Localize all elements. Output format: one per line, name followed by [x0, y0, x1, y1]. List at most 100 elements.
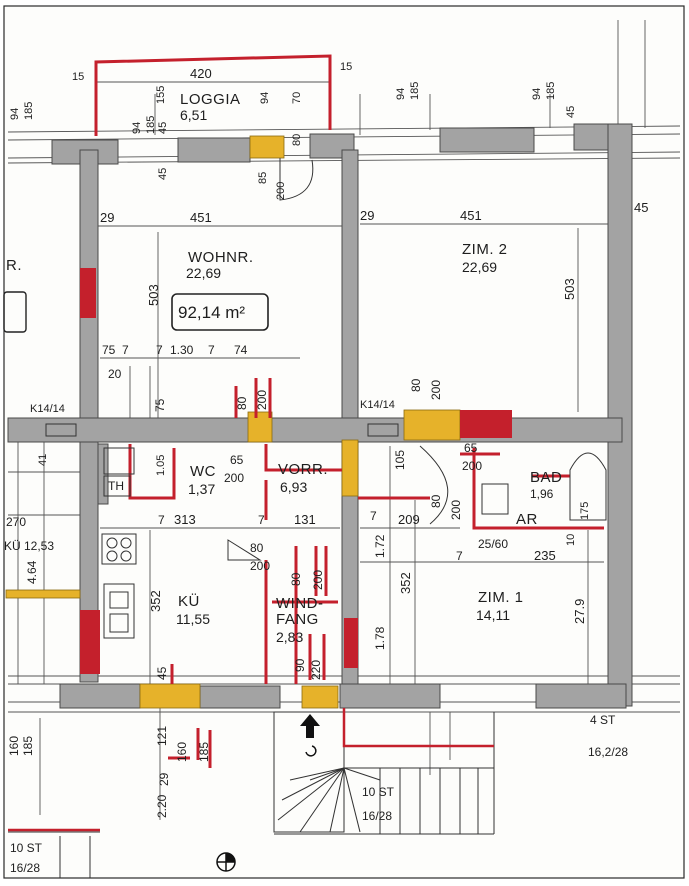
dimension-label: 41 [37, 454, 49, 466]
dimension-label: 352 [398, 572, 413, 594]
room-labels: LOGGIA 6,51 WOHNR. 22,69 ZIM. 2 22,69 WC… [4, 91, 562, 645]
dimension-label: 15 [340, 61, 352, 73]
dimension-label: 65 [464, 441, 478, 455]
dimension-label: 45 [157, 122, 169, 134]
room-area-wc: 1,37 [188, 481, 215, 497]
room-area-bad: 1,96 [530, 487, 554, 501]
dimension-label: 200 [275, 182, 287, 200]
dimension-label: 352 [148, 590, 163, 612]
dimension-label: 1.05 [155, 455, 167, 476]
room-area-wohnr: 22,69 [186, 265, 221, 281]
dimension-label: 131 [294, 512, 316, 527]
dimension-label: 90 [293, 658, 307, 672]
dimension-label: 7 [258, 513, 265, 527]
dimension-label: 80 [250, 541, 264, 555]
dimension-label: 29 [360, 208, 374, 223]
dimension-label: 155 [155, 86, 167, 104]
chimney-label: K14/14 [30, 403, 65, 415]
entrance-arrow-icon [300, 714, 320, 757]
dimension-label: 45 [565, 106, 577, 118]
dimension-label: 200 [462, 459, 482, 473]
door-openings [5, 135, 461, 709]
neighbor-room-label: KÜ [4, 539, 21, 553]
dimension-label: 175 [579, 502, 591, 520]
dimension-label: 94 [395, 88, 407, 100]
loggia-outline [94, 54, 332, 136]
dimension-label: 80 [291, 134, 303, 146]
room-label-th: TH [108, 479, 124, 493]
room-label-zim1: ZIM. 1 [478, 589, 524, 606]
dimension-label: 80 [289, 572, 303, 586]
dimension-label: 105 [393, 450, 407, 470]
dimension-label: 185 [409, 82, 421, 100]
dimension-label: 80 [235, 396, 249, 410]
dimension-label: 29 [100, 210, 114, 225]
stair-label: 4 ST [590, 713, 616, 727]
dimension-label: 420 [190, 66, 212, 81]
dimension-label: 45 [155, 666, 169, 680]
dimension-label: 65 [230, 453, 244, 467]
room-label-wc: WC [190, 463, 216, 480]
dimension-label: 185 [197, 742, 211, 762]
dimension-label: 2.20 [155, 794, 169, 818]
stair-label: 10 ST [362, 785, 395, 799]
dimension-label: 1.72 [373, 534, 387, 558]
dimension-label: 7 [156, 343, 163, 357]
dimension-label: 75 [153, 398, 167, 412]
dimension-label: 209 [398, 512, 420, 527]
room-label-windfang-2: FANG [276, 611, 319, 628]
dimension-label: 235 [534, 548, 556, 563]
dimension-label: 200 [449, 500, 463, 520]
new-wall-lines [128, 378, 604, 768]
room-label-vorr: VORR. [278, 461, 328, 478]
dimension-label: 74 [234, 343, 248, 357]
dimension-label: 15 [72, 71, 84, 83]
stair-steps: 16/28 [362, 809, 392, 823]
dimension-label: 94 [9, 108, 21, 120]
dimension-label: 75 [102, 343, 116, 357]
dimension-label: 200 [311, 570, 325, 590]
neighbor-room-area: 12,53 [24, 539, 54, 553]
dimension-label: 1.78 [373, 626, 387, 650]
dimension-label: 313 [174, 512, 196, 527]
dimension-label: 7 [158, 513, 165, 527]
dimension-label: 10 [565, 534, 577, 546]
fixtures [45, 158, 607, 639]
dimension-label: 94 [131, 122, 143, 134]
dimension-label: 185 [145, 116, 157, 134]
room-area-zim2: 22,69 [462, 259, 497, 275]
dimension-label: 94 [259, 92, 271, 104]
dimension-label: 200 [224, 471, 244, 485]
room-area-vorr: 6,93 [280, 479, 307, 495]
room-area-kue: 11,55 [176, 611, 210, 627]
dimension-label: 7 [122, 343, 129, 357]
room-area-windfang: 2,83 [276, 629, 303, 645]
dimension-label: 7 [208, 343, 215, 357]
dimension-label: 451 [190, 210, 212, 225]
dimension-label: 185 [545, 82, 557, 100]
stair-label: 10 ST [10, 841, 43, 855]
dimension-label: 25/60 [478, 537, 508, 551]
room-label-bad: BAD [530, 469, 562, 486]
dimension-label: 7 [370, 509, 377, 523]
dimension-label: 200 [255, 390, 269, 410]
dimension-label: 121 [155, 726, 169, 746]
dimension-label: 4.64 [25, 560, 39, 584]
dimension-label: 80 [409, 378, 423, 392]
left-edge-label: R. [6, 257, 22, 274]
dimension-label: 20 [108, 367, 122, 381]
dimension-label: 270 [6, 515, 26, 529]
room-label-kue: KÜ [178, 592, 200, 610]
stair-labels: 10 ST 16/28 10 ST 16/28 4 ST 16,2/28 [10, 713, 628, 875]
dimension-label: 503 [146, 284, 161, 306]
room-label-ar: AR [516, 511, 538, 528]
dimension-label: 160 [7, 736, 21, 756]
dimension-labels: 420 15 15 94 185 155 94 185 45 94 185 94… [6, 61, 648, 818]
dimension-label: 1.30 [170, 343, 194, 357]
stair-steps: 16/28 [10, 861, 40, 875]
room-label-zim2: ZIM. 2 [462, 241, 508, 258]
dimension-label: 451 [460, 208, 482, 223]
room-label-wohnr: WOHNR. [188, 249, 254, 266]
dimension-label: 220 [309, 660, 323, 680]
